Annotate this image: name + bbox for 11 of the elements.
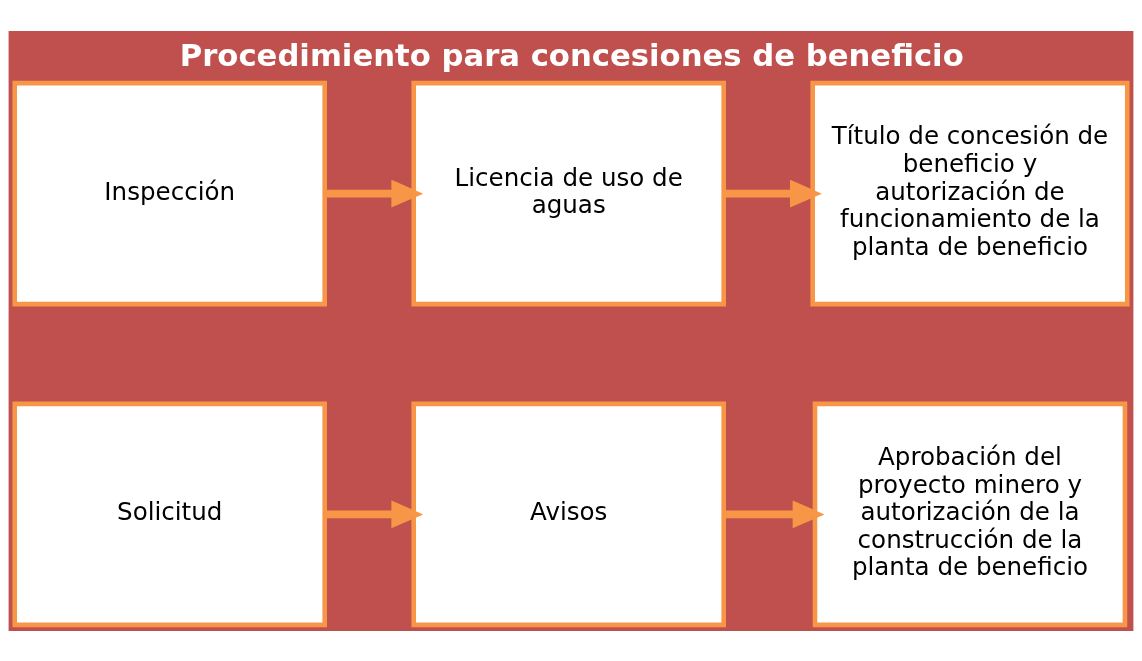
node-box: Licencia de uso de aguas	[411, 80, 726, 306]
node-box: Título de concesión de beneficio y autorización de funcionamiento de la planta de beneficio	[810, 80, 1130, 306]
arrow	[324, 179, 424, 208]
diagram-title: Procedimiento para concesiones de beneficio	[179, 37, 964, 73]
node-box: Solicitud	[12, 401, 327, 627]
arrow	[724, 179, 822, 208]
node-box: Avisos	[411, 401, 726, 627]
node-box: Inspección	[12, 80, 327, 306]
arrow	[324, 499, 424, 528]
arrow	[724, 499, 825, 528]
node-box: Aprobación del proyecto minero y autorización de la construcción de la planta de beneficio	[812, 401, 1128, 627]
